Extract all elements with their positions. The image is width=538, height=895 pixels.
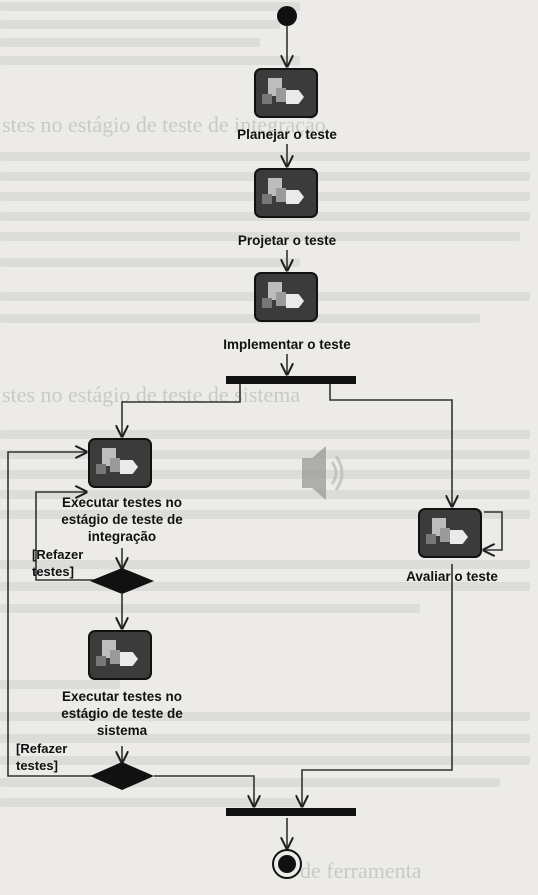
guard-refazer-1-line-2: testes] xyxy=(32,564,74,579)
activity-icon-planejar xyxy=(254,68,318,118)
activity-icon-projetar xyxy=(254,168,318,218)
flow-decision1-refazer xyxy=(35,492,96,581)
guard-refazer-2: [Refazer testes] xyxy=(16,740,67,774)
label-exec-sistema-line-3: sistema xyxy=(96,723,148,738)
flow-decision2-join xyxy=(154,775,254,806)
guard-refazer-2-line-2: testes] xyxy=(16,758,58,773)
decision-node-1 xyxy=(90,568,154,594)
activity-icon-exec-integracao xyxy=(88,438,152,488)
end-node xyxy=(272,849,302,879)
label-exec-sistema-line-1: Executar testes no xyxy=(61,689,183,704)
end-node-inner xyxy=(278,855,296,873)
activity-icon-exec-sistema xyxy=(88,630,152,680)
label-projetar: Projetar o teste xyxy=(237,233,337,248)
activity-icon-implementar xyxy=(254,272,318,322)
label-exec-integracao: Executar testes no estágio de teste de i… xyxy=(52,494,192,545)
label-implementar: Implementar o teste xyxy=(223,337,351,352)
join-bar xyxy=(226,808,356,816)
label-exec-integracao-line-1: Executar testes no xyxy=(61,495,183,510)
flow-avaliar-loop xyxy=(484,511,503,550)
label-planejar: Planejar o teste xyxy=(237,127,337,142)
speaker-icon xyxy=(302,446,344,500)
label-exec-integracao-line-3: integração xyxy=(87,529,157,544)
label-exec-sistema-line-2: estágio de teste de xyxy=(61,706,183,721)
label-exec-sistema: Executar testes no estágio de teste de s… xyxy=(52,688,192,739)
flow-decision2-refazer xyxy=(7,452,96,777)
label-exec-integracao-line-2: estágio de teste de xyxy=(61,512,183,527)
flow-fork-exec-integracao xyxy=(122,382,241,436)
start-node xyxy=(277,6,297,26)
guard-refazer-1: [Refazer testes] xyxy=(32,546,83,580)
flow-avaliar-join xyxy=(302,564,453,806)
flow-fork-avaliar xyxy=(329,382,452,506)
decision-node-2 xyxy=(90,762,154,790)
activity-icon-avaliar xyxy=(418,508,482,558)
guard-refazer-1-line-1: [Refazer xyxy=(32,547,84,562)
fork-bar xyxy=(226,376,356,384)
label-avaliar: Avaliar o teste xyxy=(406,569,498,584)
guard-refazer-2-line-1: [Refazer xyxy=(16,741,68,756)
